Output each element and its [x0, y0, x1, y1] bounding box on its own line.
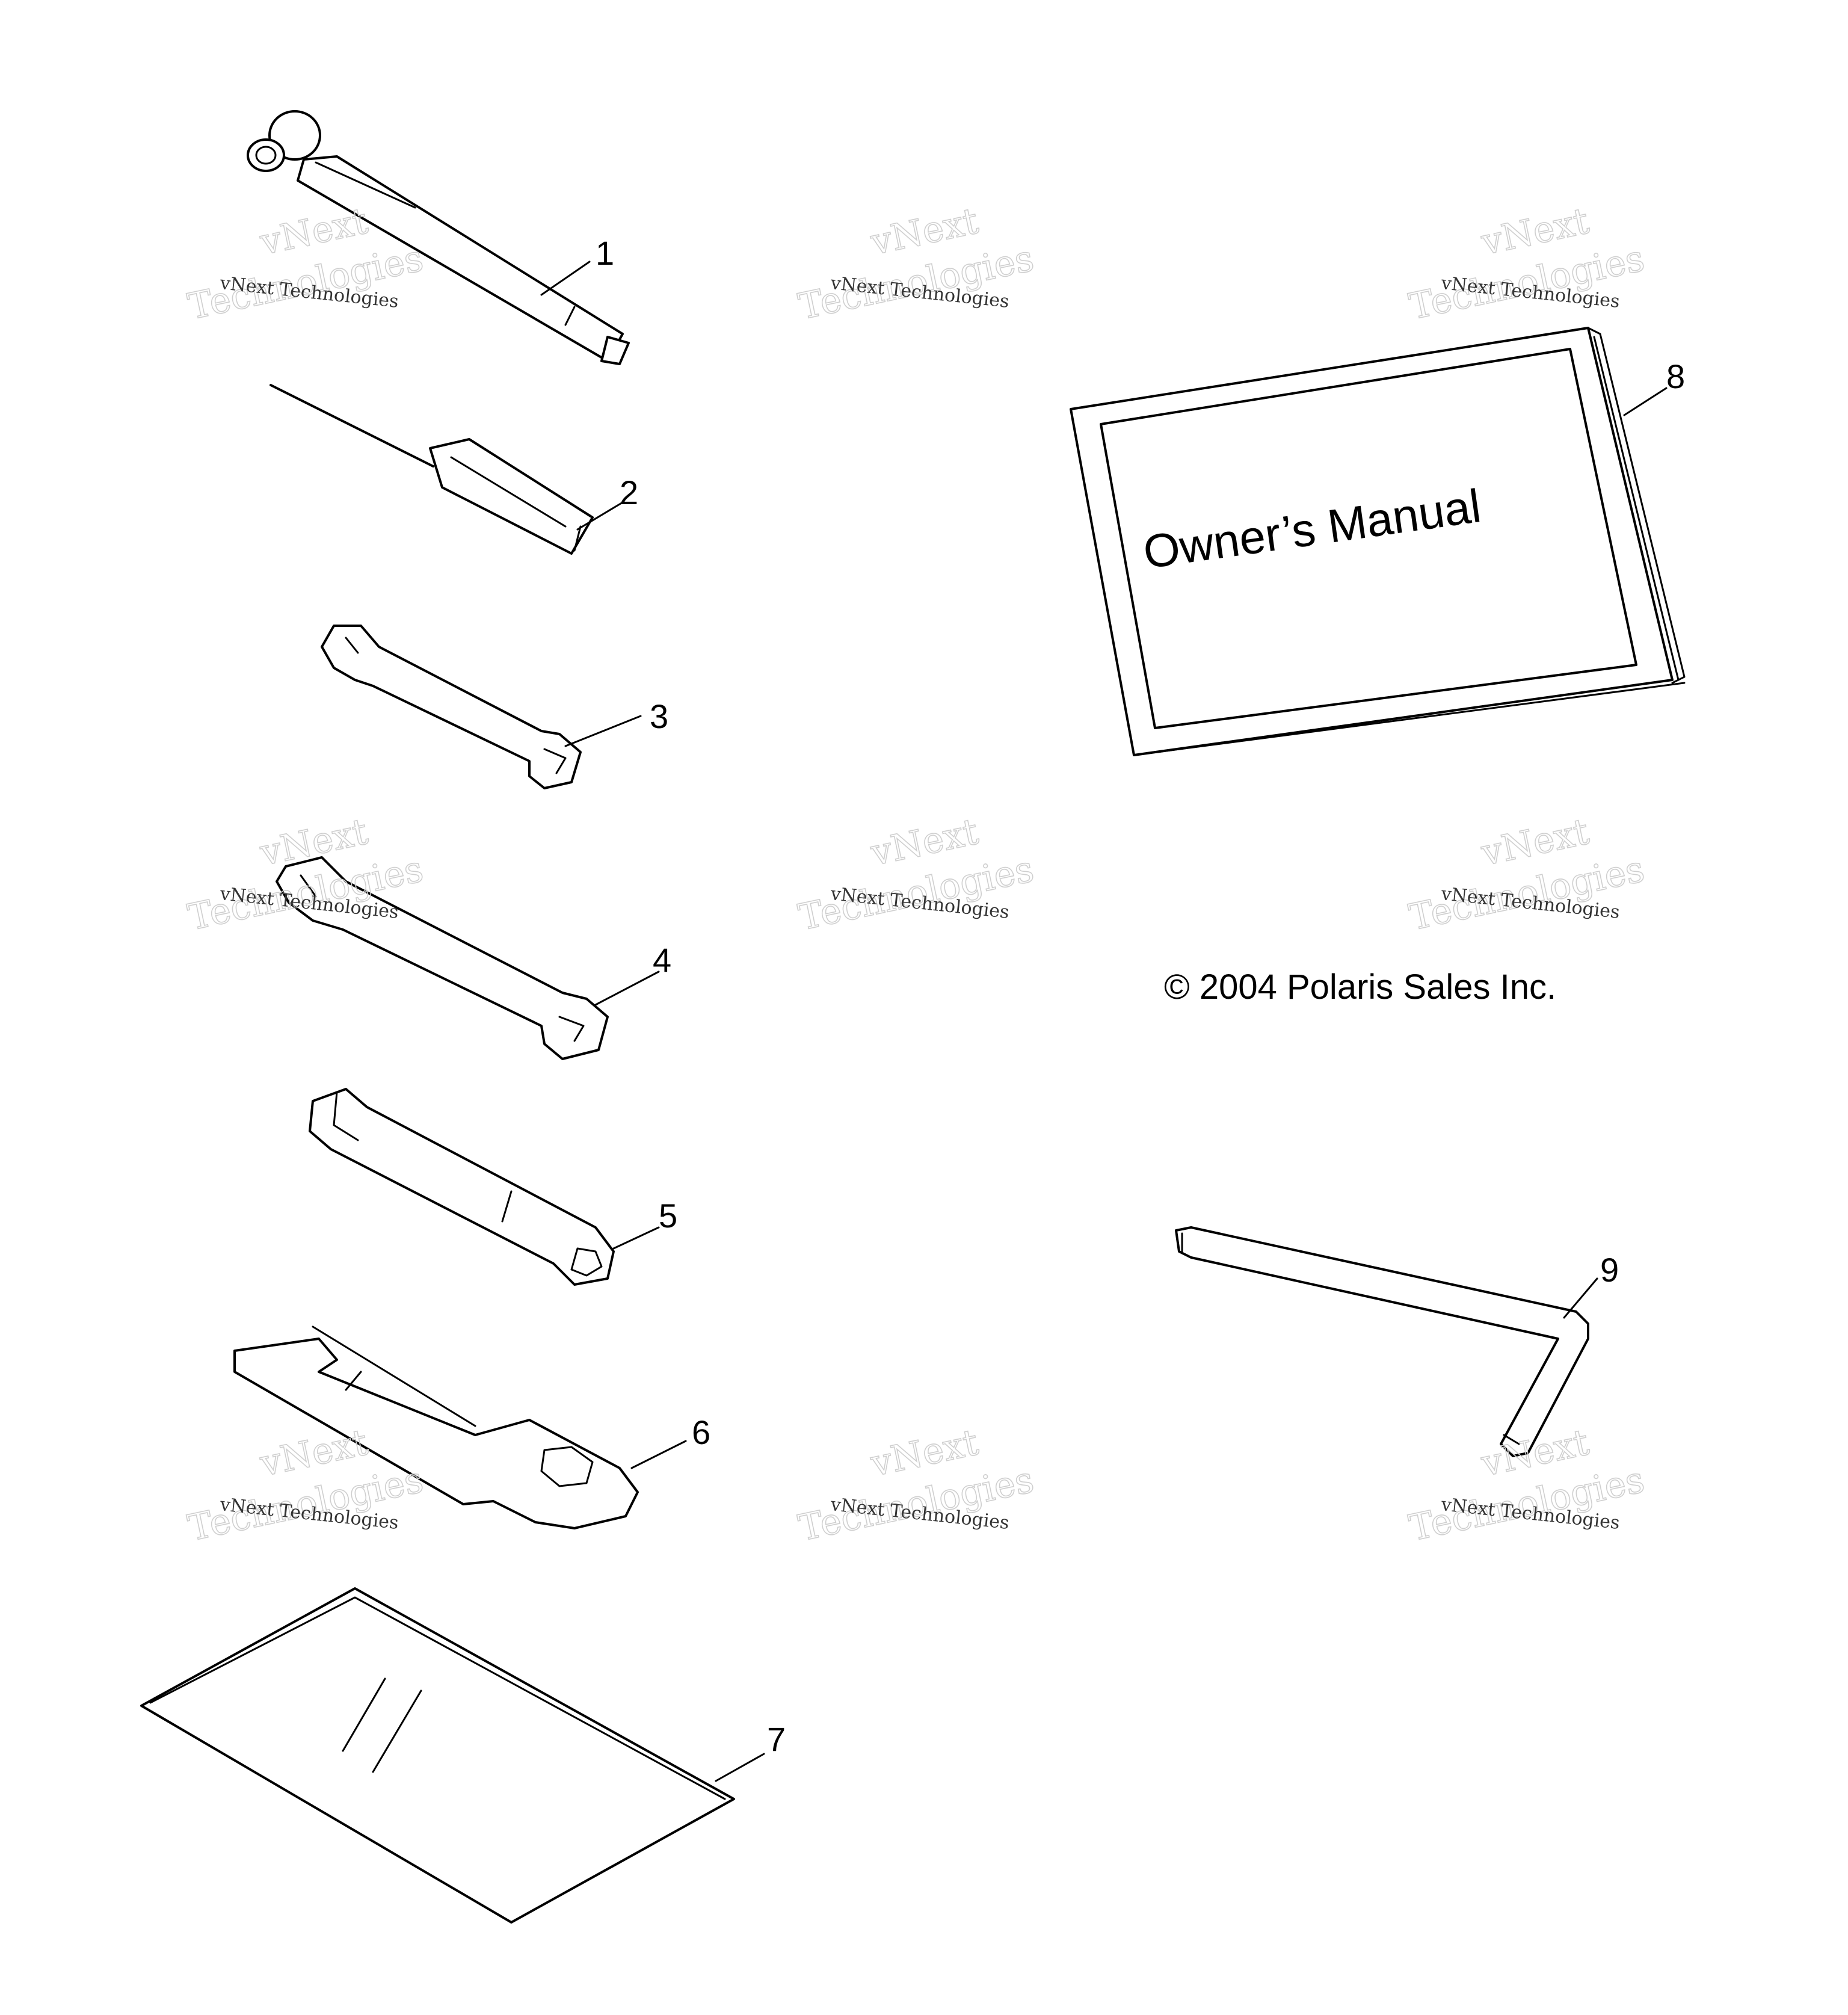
callout-1: 1: [596, 234, 614, 272]
callout-7: 7: [767, 1720, 786, 1758]
callout-5: 5: [659, 1197, 677, 1235]
wrench-small-part: [321, 625, 642, 789]
wrench-large-part: [276, 856, 660, 1060]
callout-3: 3: [650, 697, 668, 735]
tire-gauge-part: [247, 110, 630, 365]
copyright-text: © 2004 Polaris Sales Inc.: [1164, 967, 1556, 1007]
spanner-clip-part: [233, 1325, 687, 1529]
callout-4: 4: [653, 941, 671, 979]
leader-4: [594, 970, 660, 1006]
leader-9: [1563, 1277, 1598, 1319]
leader-7: [715, 1753, 765, 1782]
spark-plug-wrench-part: [309, 1088, 660, 1286]
leader-2: [576, 501, 624, 531]
leader-5: [612, 1226, 660, 1250]
leader-3: [564, 715, 642, 747]
callout-9: 9: [1600, 1251, 1619, 1289]
plastic-bag-part: [140, 1587, 765, 1924]
screwdriver-part: [270, 384, 624, 555]
leader-1: [540, 261, 591, 296]
callout-2: 2: [620, 474, 638, 511]
callout-6: 6: [692, 1413, 710, 1451]
callout-8: 8: [1666, 357, 1685, 395]
leader-8: [1623, 387, 1668, 416]
owners-manual-part: Owner’s Manual: [1070, 327, 1686, 756]
hex-key-part: [1175, 1226, 1598, 1457]
leader-6: [630, 1440, 687, 1469]
